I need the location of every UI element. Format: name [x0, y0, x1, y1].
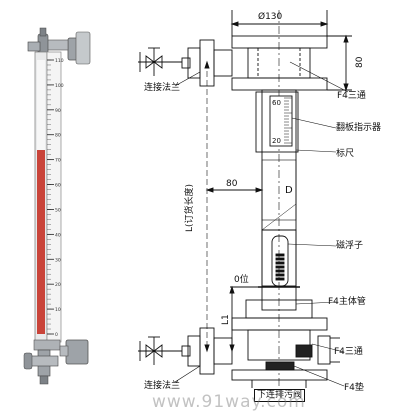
leader-upper-tee: [289, 61, 349, 93]
callout-lower-flange: 连接法兰: [144, 381, 181, 391]
dim-label-diameter: Ø130: [258, 12, 283, 22]
leader-main-tube: [295, 301, 337, 305]
drain-flange-plate: [231, 369, 328, 381]
photo-tick-label: 80: [55, 133, 61, 139]
zero-position-label: 0位: [234, 275, 249, 285]
callout-upper-flange: 连接法兰: [144, 83, 181, 93]
leader-flap: [291, 117, 337, 129]
callout-main-tube: F4主体管: [328, 297, 366, 307]
callout-upper-tee: F4三通: [337, 91, 366, 101]
top-flange-plate: [231, 35, 328, 49]
photo-tick-label: 60: [55, 183, 61, 189]
photo-scale-strip: [46, 51, 62, 343]
float-magnet-band: [275, 273, 285, 277]
callout-gasket: F4垫: [344, 383, 364, 393]
float-magnet-band: [275, 253, 285, 257]
photo-tick-label: 90: [55, 108, 61, 114]
callout-float: 磁浮子: [336, 241, 364, 251]
dim-label-offset: 80: [226, 179, 238, 189]
photo-tick-label: 0: [55, 332, 58, 338]
leader-upper-flange: [174, 71, 201, 87]
lower-tee-block: [295, 344, 313, 358]
lower-right-flange: [317, 335, 331, 365]
float-magnet-band: [275, 269, 285, 273]
upper-tee-flange: [231, 77, 328, 91]
float-magnet-band: [275, 265, 285, 269]
photo-tick-label: 10: [55, 307, 61, 313]
photo-tick-label: 50: [55, 207, 61, 213]
float-magnet-band: [275, 261, 285, 265]
leader-lower-flange: [174, 365, 201, 383]
photo-bottom-flange: [65, 339, 89, 365]
dim-label-center-distance: L(订货长度): [185, 183, 195, 232]
lower-tee-flange: [231, 317, 328, 331]
indicator-scale-value-bottom: 20: [272, 137, 281, 145]
watermark-text: www.91way.com: [152, 392, 306, 412]
leader-float: [287, 243, 337, 247]
photo-tick-label: 20: [55, 282, 61, 288]
float-magnet-band: [275, 277, 285, 281]
indicator-scale-value-top: 60: [272, 99, 281, 107]
callout-flap-indicator: 翻板指示器: [336, 123, 382, 133]
photo-tick-label: 110: [55, 58, 64, 64]
dim-label-l1: L1: [221, 314, 231, 325]
callout-ruler: 标尺: [336, 149, 355, 159]
f4-gasket: [265, 361, 295, 371]
float-magnet-band: [275, 257, 285, 261]
direction-letter: D: [285, 185, 293, 196]
photo-red-flaps: [37, 150, 45, 334]
engineering-drawing: [138, 10, 352, 395]
dim-label-tee-height: 80: [355, 56, 365, 68]
flap-indicator-housing: [255, 91, 299, 153]
photo-tick-label: 70: [55, 158, 61, 164]
callout-lower-tee: F4三通: [334, 347, 363, 357]
leader-ruler: [295, 149, 337, 153]
leader-lower-tee: [311, 343, 345, 353]
photo-tick-label: 30: [55, 257, 61, 263]
leader-gasket: [293, 365, 345, 387]
photo-tick-label: 40: [55, 232, 61, 238]
magnetic-float: [271, 235, 289, 287]
photo-tick-label: 100: [55, 83, 64, 89]
callout-drain-flange: 下连排污阀: [254, 389, 306, 402]
